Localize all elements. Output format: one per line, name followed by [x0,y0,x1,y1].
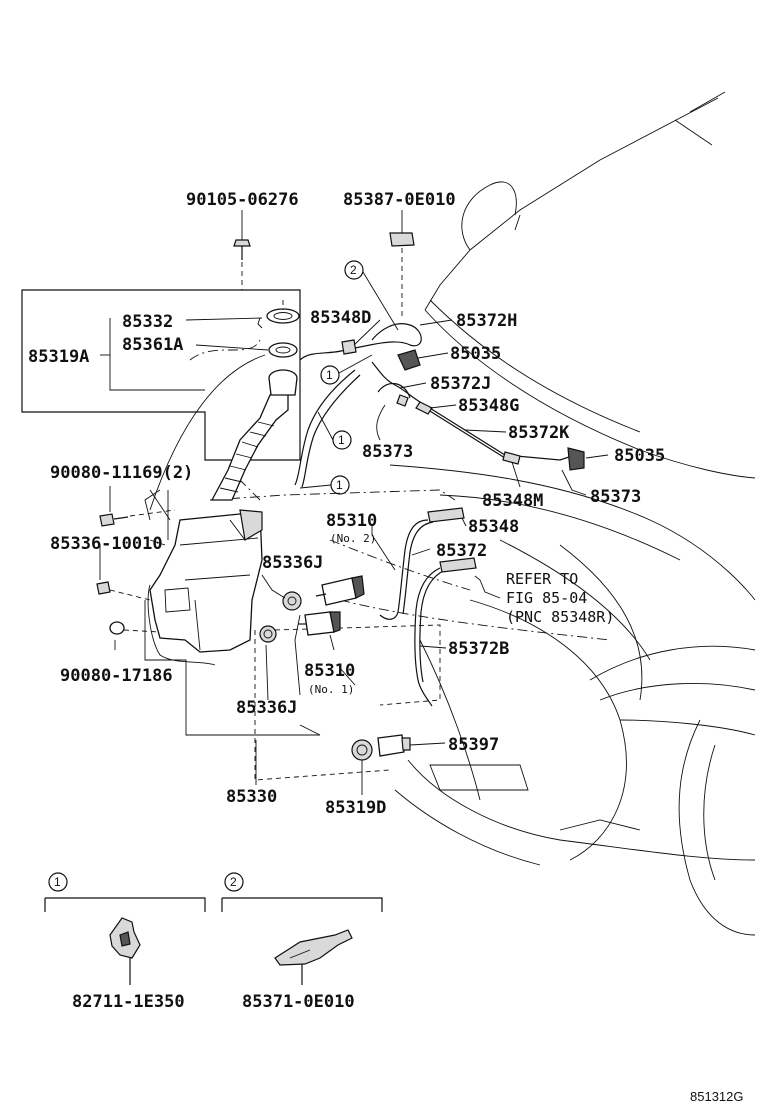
part-number-labels: 90105-06276 85387-0E010 85332 85348D 853… [28,190,665,1012]
label-90080-17186: 90080-17186 [60,666,173,686]
left-fasteners [96,509,176,635]
label-85348D: 85348D [310,308,371,328]
label-85373-b: 85373 [590,487,641,507]
callout-1-c: 1 [336,478,343,492]
label-85332: 85332 [122,312,173,332]
label-85319A: 85319A [28,347,89,367]
washer-hoses [294,323,576,707]
label-90080-11169: 90080-11169(2) [50,463,193,483]
callout-2-top: 2 [350,263,357,277]
callout-1-b: 1 [338,433,345,447]
label-no1: (No. 1) [308,683,354,696]
pumps-and-grommets [259,575,411,761]
callout-2-legend: 2 [230,875,237,889]
callout-1-legend: 1 [54,875,61,889]
label-85371-0E010: 85371-0E010 [242,992,355,1012]
label-refer-to: REFER TO [506,570,578,588]
leader-lines [99,210,609,795]
filler-neck [210,300,300,501]
label-85319D: 85319D [325,798,386,818]
label-85372: 85372 [436,541,487,561]
label-85310-no2: 85310 [326,511,377,531]
label-85387-0E010: 85387-0E010 [343,190,456,210]
label-85372H: 85372H [456,311,517,331]
callout-parts [44,897,383,985]
label-85372J: 85372J [430,374,491,394]
bolt-90105 [233,239,251,290]
label-refer-fig: FIG 85-04 [506,589,587,607]
label-85035-b: 85035 [614,446,665,466]
hose-connectors [341,339,585,573]
label-refer-pnc: (PNC 85348R) [506,608,614,626]
label-85336-10010: 85336-10010 [50,534,163,554]
label-85348: 85348 [468,517,519,537]
callout-numbers: 2 1 1 1 1 2 [54,263,357,889]
clip-85387 [389,232,415,320]
label-85372B: 85372B [448,639,509,659]
label-85035-a: 85035 [450,344,501,364]
label-90105-06276: 90105-06276 [186,190,299,210]
label-85310-no1: 85310 [304,661,355,681]
label-85372K: 85372K [508,423,570,443]
label-85348M: 85348M [482,491,543,511]
figure-id: 851312G [690,1089,744,1104]
label-85336J-a: 85336J [262,553,323,573]
callout-circles [48,260,399,892]
callout-1-a: 1 [326,368,333,382]
label-85361A: 85361A [122,335,183,355]
label-85348G: 85348G [458,396,519,416]
label-85330: 85330 [226,787,277,807]
label-85397: 85397 [448,735,499,755]
vehicle-body-outline [149,91,756,936]
label-85373-a: 85373 [362,442,413,462]
label-85336J-b: 85336J [236,698,297,718]
washer-reservoir-tank [147,509,263,666]
reservoir-group-bracket [21,289,301,461]
label-no2: (No. 2) [330,532,376,545]
label-82711-1E350: 82711-1E350 [72,992,185,1012]
